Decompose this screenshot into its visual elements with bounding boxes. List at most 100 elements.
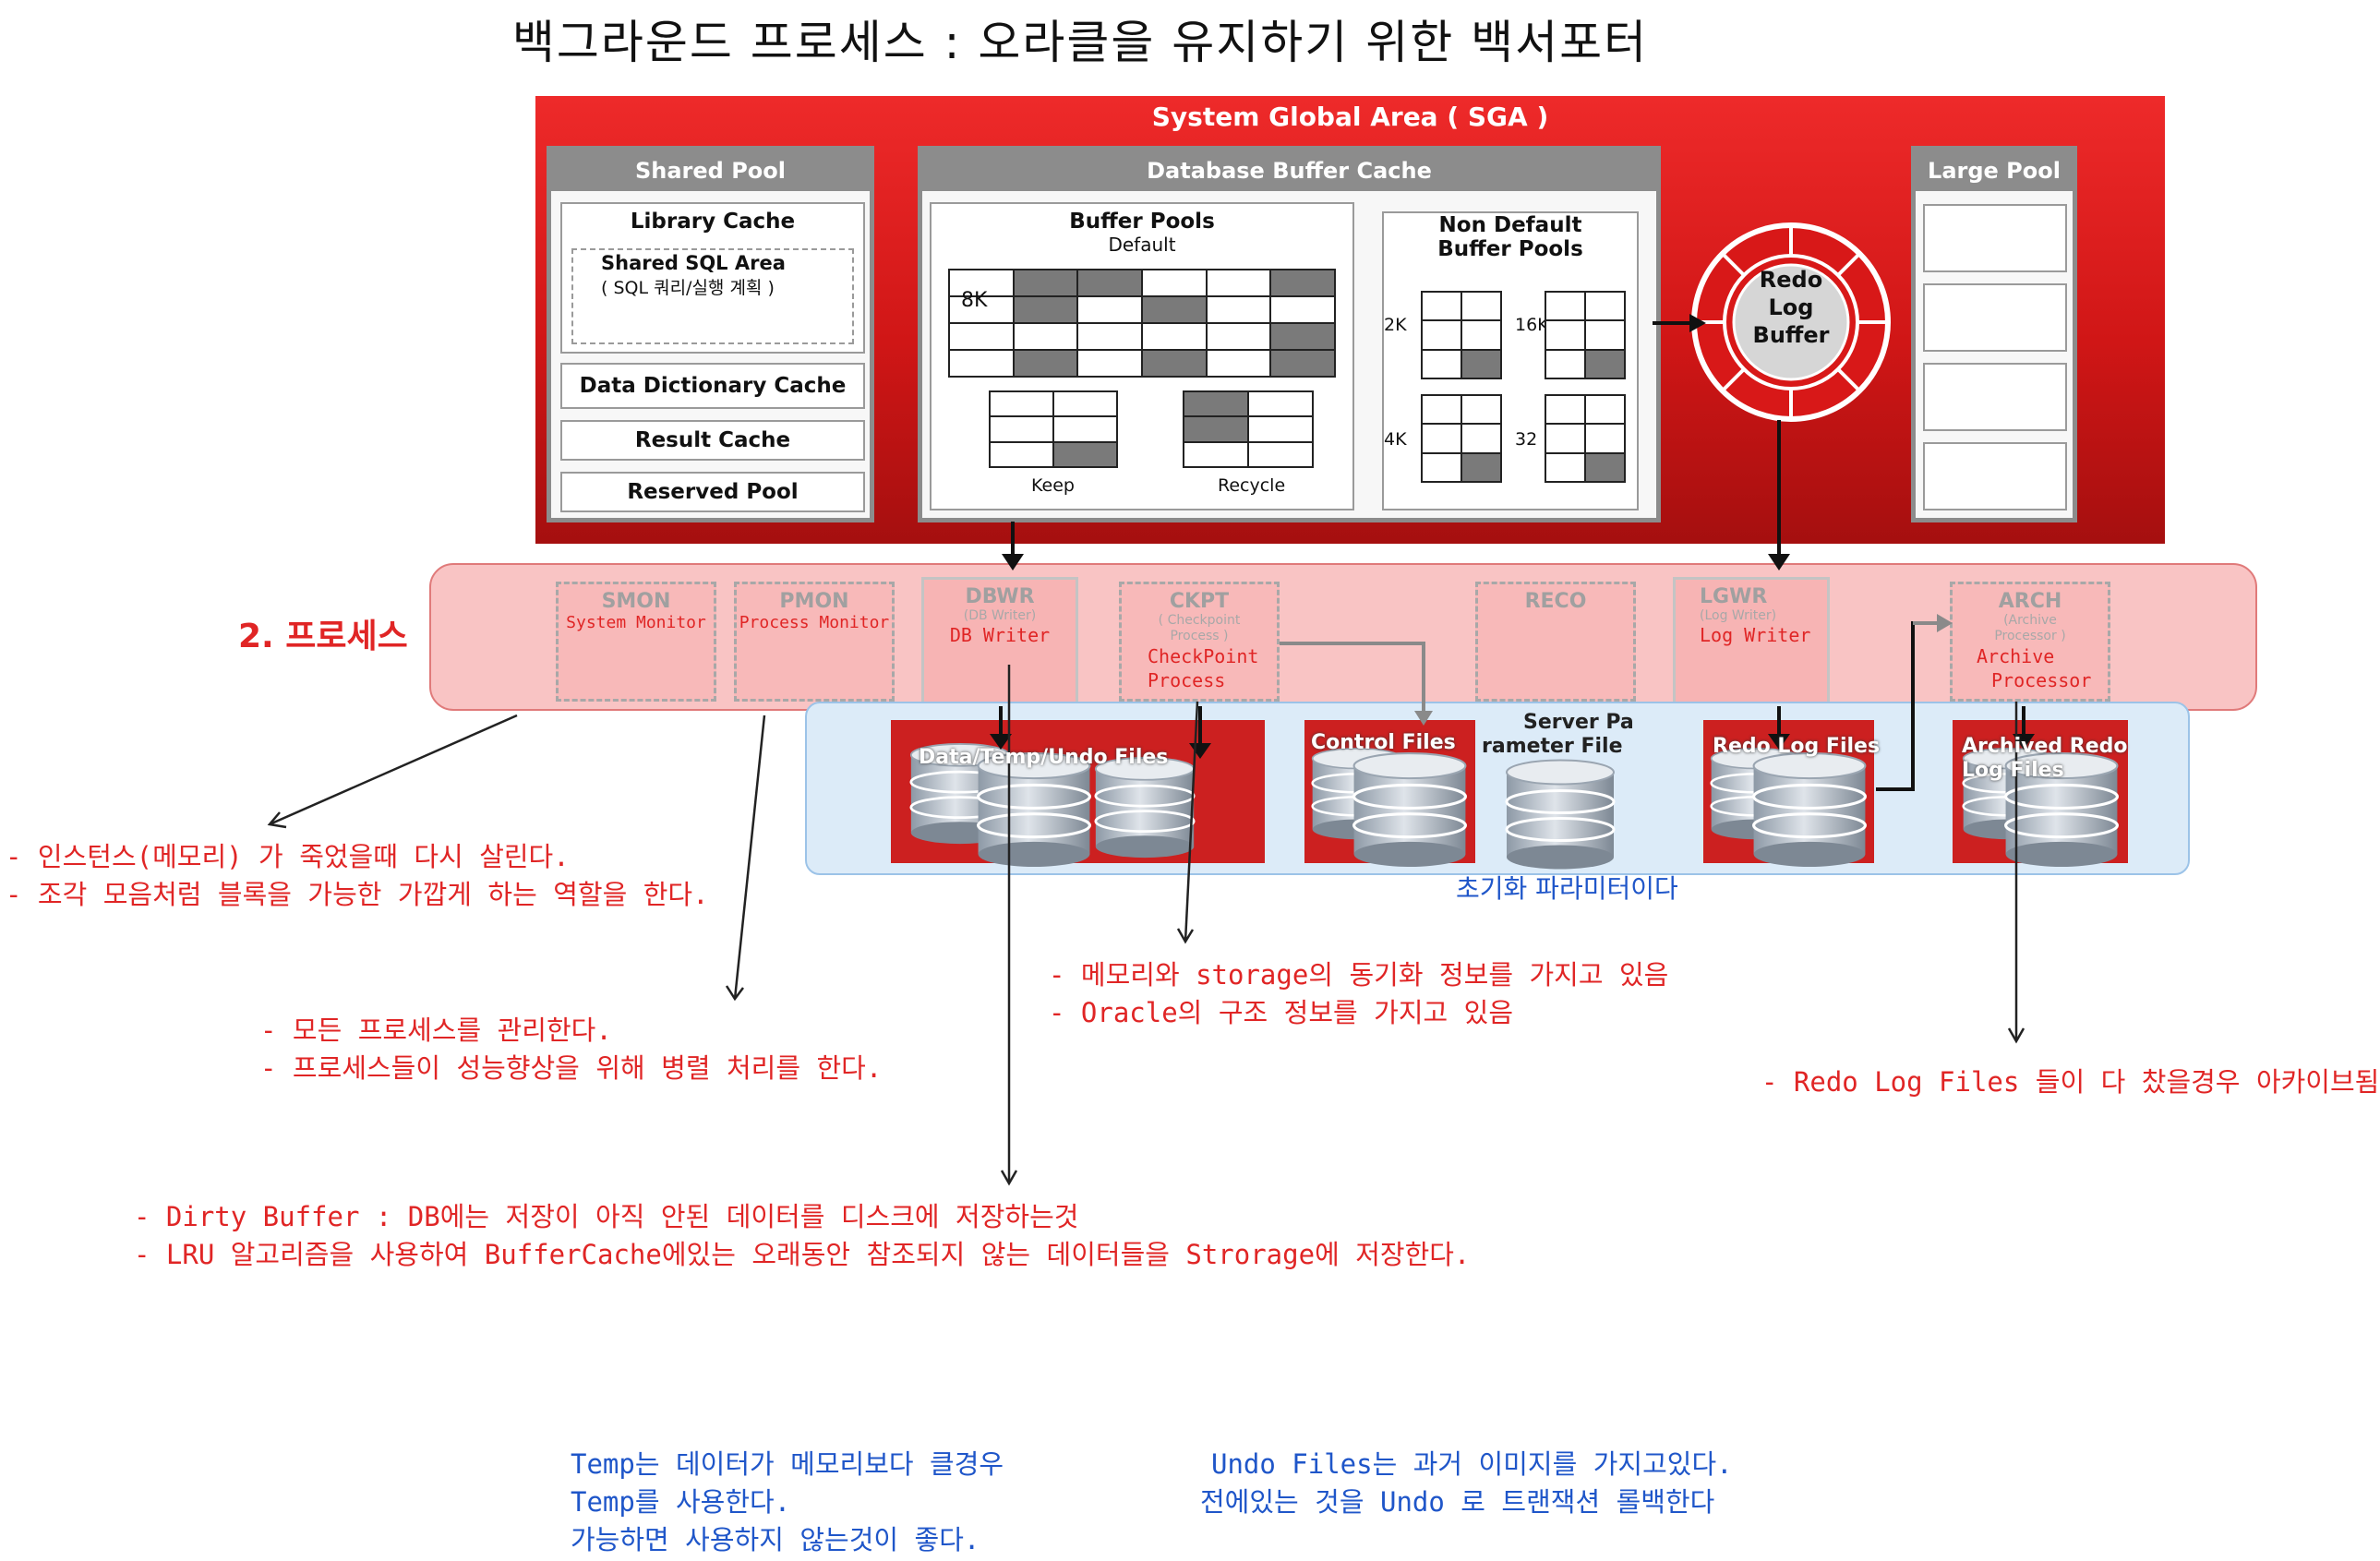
archived-files-line1: Archived Redo	[1962, 735, 2128, 758]
dbwr-sub: (DB Writer)	[963, 608, 1037, 623]
pmon-note-line: - 프로세스들이 성능향상을 위해 병렬 처리를 한다.	[260, 1052, 883, 1084]
shared-sql-area-sub: ( SQL 쿼리/실행 계획 )	[601, 278, 775, 298]
pool-16k-grid	[1545, 290, 1626, 380]
buffer-pools: Buffer Pools Default 8K Keep Recycle	[930, 202, 1354, 510]
lgwr-desc: Log Writer	[1700, 624, 1811, 646]
library-cache-label: Library Cache	[630, 210, 796, 234]
control-files-label: Control Files	[1311, 731, 1456, 754]
process-pmon: PMON Process Monitor	[734, 582, 895, 702]
library-cache: Library Cache Shared SQL Area ( SQL 쿼리/실…	[560, 202, 865, 354]
buffer-pools-label: Buffer Pools	[1069, 210, 1215, 234]
large-pool-slot	[1923, 442, 2067, 510]
redo-log-buffer-ring	[1691, 222, 1891, 422]
arch-name: ARCH	[1998, 590, 2062, 613]
non-default-line1: Non Default	[1438, 213, 1582, 237]
redo-log-buffer-line1: Redo	[1759, 267, 1823, 293]
sga-panel: System Global Area ( SGA ) Shared Pool L…	[535, 96, 2165, 544]
process-band-label: 2. 프로세스	[238, 618, 408, 655]
reserved-pool: Reserved Pool	[560, 472, 865, 512]
arch-desc1: Archive	[1977, 645, 2055, 667]
data-files-label: Data/Temp/Undo Files	[919, 746, 1169, 769]
pool-2k-grid	[1421, 290, 1502, 380]
shared-sql-area: Shared SQL Area ( SQL 쿼리/실행 계획 )	[571, 248, 854, 344]
size-4k-label: 4K	[1384, 429, 1407, 450]
redo-log-buffer-line3: Buffer	[1752, 322, 1830, 348]
arch-note: - Redo Log Files 들이 다 찼을경우 아카이브됨	[1761, 1063, 2379, 1101]
sga-title: System Global Area ( SGA )	[1151, 102, 1549, 132]
dbwr-note: - Dirty Buffer : DB에는 저장이 아직 안된 데이터를 디스크…	[134, 1198, 1470, 1274]
undo-note-line: 전에있는 것을 Undo 로 트랜잭션 롤백한다	[1200, 1486, 1715, 1518]
spfile-note: 초기화 파라미터이다	[1456, 873, 1678, 904]
non-default-buffer-pools: Non Default Buffer Pools 2K 16K 4K 32 K	[1382, 211, 1639, 510]
dbwr-note-line: - LRU 알고리즘을 사용하여 BufferCache에있는 오래동안 참조되…	[134, 1239, 1471, 1270]
recycle-pool-grid	[1183, 390, 1314, 469]
process-dbwr: DBWR (DB Writer) DB Writer	[921, 577, 1078, 706]
dbwr-desc: DB Writer	[949, 624, 1051, 646]
default-pool-grid	[948, 269, 1336, 378]
dbwr-name: DBWR	[965, 585, 1035, 608]
undo-note-line: Undo Files는 과거 이미지를 가지고있다.	[1211, 1448, 1733, 1480]
undo-note: Undo Files는 과거 이미지를 가지고있다. 전에있는 것을 Undo …	[1200, 1446, 1733, 1521]
ckpt-desc2: Process	[1148, 669, 1226, 691]
keep-pool-grid	[989, 390, 1118, 469]
arch-note-line: - Redo Log Files 들이 다 찼을경우 아카이브됨	[1761, 1066, 2380, 1098]
large-pool-slot	[1923, 363, 2067, 431]
pmon-desc: Process Monitor	[739, 613, 890, 632]
large-pool-title: Large Pool	[1916, 150, 2073, 191]
lgwr-name: LGWR	[1700, 585, 1768, 608]
smon-name: SMON	[601, 590, 671, 613]
process-reco: RECO	[1475, 582, 1636, 702]
temp-note-line: Temp는 데이터가 메모리보다 클경우	[571, 1448, 1004, 1480]
pmon-name: PMON	[779, 590, 849, 613]
process-ckpt: CKPT ( Checkpoint Process ) CheckPoint P…	[1119, 582, 1280, 702]
shared-pool-title: Shared Pool	[551, 150, 870, 191]
recycle-pool-label: Recycle	[1218, 475, 1286, 496]
shared-sql-area-label: Shared SQL Area	[601, 252, 786, 274]
redo-log-buffer: Redo Log Buffer	[1745, 266, 1837, 349]
ckpt-note-line: - Oracle의 구조 정보를 가지고 있음	[1049, 997, 1513, 1028]
page-title: 백그라운드 프로세스 : 오라클을 유지하기 위한 백서포터	[511, 16, 1649, 69]
lgwr-sub: (Log Writer)	[1700, 608, 1777, 623]
size-16k-label: 16K	[1515, 315, 1549, 335]
ckpt-name: CKPT	[1169, 590, 1230, 613]
pool-4k-grid	[1421, 393, 1502, 484]
temp-note-line: Temp를 사용한다.	[571, 1486, 791, 1518]
block-8k-label: 8K	[961, 289, 988, 312]
arch-desc2: Processor	[1991, 669, 2092, 691]
large-pool-slot	[1923, 283, 2067, 352]
process-smon: SMON System Monitor	[556, 582, 716, 702]
result-cache: Result Cache	[560, 420, 865, 461]
ckpt-note: - 메모리와 storage의 동기화 정보를 가지고 있음 - Oracle의…	[1049, 956, 1668, 1032]
reco-name: RECO	[1524, 590, 1587, 613]
size-2k-label: 2K	[1384, 315, 1407, 335]
ckpt-sub1: ( Checkpoint	[1158, 613, 1241, 628]
redo-log-files-label: Redo Log Files	[1713, 735, 1881, 758]
ckpt-sub2: Process )	[1170, 629, 1229, 643]
arch-sub2: Processor )	[1994, 629, 2066, 643]
ckpt-desc1: CheckPoint	[1148, 645, 1259, 667]
non-default-line2: Buffer Pools	[1437, 237, 1583, 261]
large-pool: Large Pool	[1911, 146, 2077, 522]
shared-pool: Shared Pool Library Cache Shared SQL Are…	[547, 146, 874, 522]
pmon-note: - 모든 프로세스를 관리한다. - 프로세스들이 성능향상을 위해 병렬 처리…	[260, 1012, 882, 1087]
arch-sub1: (Archive	[2003, 613, 2057, 628]
process-arch: ARCH (Archive Processor ) Archive Proces…	[1950, 582, 2110, 702]
database-buffer-cache: Database Buffer Cache Buffer Pools Defau…	[918, 146, 1661, 522]
smon-note-line: - 인스턴스(메모리) 가 죽었을때 다시 살린다.	[6, 841, 570, 872]
large-pool-slot	[1923, 204, 2067, 272]
dbwr-note-line: - Dirty Buffer : DB에는 저장이 아직 안된 데이터를 디스크…	[134, 1201, 1079, 1232]
pmon-note-line: - 모든 프로세스를 관리한다.	[260, 1015, 612, 1046]
smon-note: - 인스턴스(메모리) 가 죽었을때 다시 살린다. - 조각 모음처럼 블록을…	[6, 838, 709, 914]
pool-32k-grid	[1545, 393, 1626, 484]
smon-desc: System Monitor	[566, 613, 706, 632]
server-param-line2: rameter File	[1482, 735, 1623, 758]
data-dictionary-cache: Data Dictionary Cache	[560, 363, 865, 409]
redo-log-buffer-line2: Log	[1768, 294, 1814, 320]
ckpt-note-line: - 메모리와 storage의 동기화 정보를 가지고 있음	[1049, 959, 1669, 991]
default-pool-label: Default	[1108, 234, 1176, 256]
archived-files-line2: Log Files	[1962, 759, 2064, 782]
temp-note-line: 가능하면 사용하지 않는것이 좋다.	[571, 1524, 980, 1555]
keep-pool-label: Keep	[1031, 475, 1075, 496]
server-param-line1: Server Pa	[1523, 711, 1634, 734]
